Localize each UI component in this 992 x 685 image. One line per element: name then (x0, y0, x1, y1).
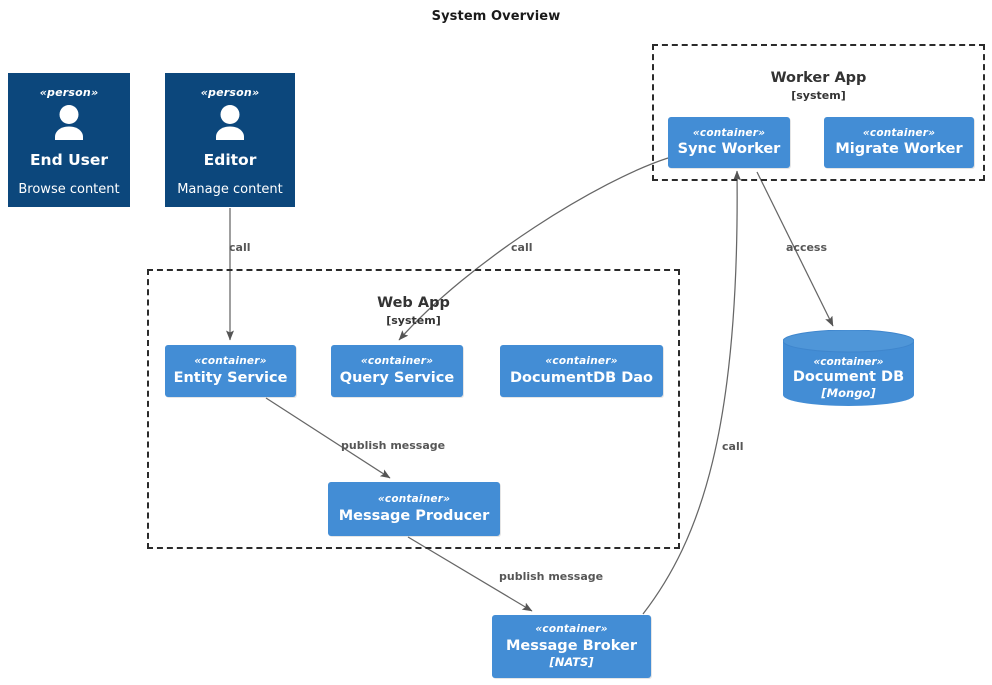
entity-service-name: Entity Service (173, 369, 288, 386)
message-broker-stereotype: «container» (535, 623, 608, 636)
editor-stereotype: «person» (200, 86, 260, 99)
node-person-end-user[interactable]: «person» End User Browse content (8, 73, 130, 207)
edge-label-call-sync-worker: call (722, 440, 744, 453)
system-boundary-worker-app: Worker App [system] (652, 44, 985, 181)
message-producer-stereotype: «container» (377, 493, 451, 506)
node-person-editor[interactable]: «person» Editor Manage content (165, 73, 295, 207)
cylinder-icon (783, 330, 914, 406)
editor-name: Editor (203, 151, 257, 169)
node-container-message-producer[interactable]: «container» Message Producer (328, 482, 500, 536)
person-icon (209, 104, 251, 146)
end-user-name: End User (29, 151, 109, 169)
migrate-worker-name: Migrate Worker (835, 141, 963, 157)
node-container-documentdb-dao[interactable]: «container» DocumentDB Dao (500, 345, 663, 397)
message-broker-tech: [NATS] (549, 654, 594, 669)
editor-description: Manage content (177, 182, 283, 197)
edge-label-publish-message-broker: publish message (499, 570, 604, 583)
document-db-stereotype: «container» (813, 356, 884, 368)
node-container-query-service[interactable]: «container» Query Service (331, 345, 463, 397)
node-container-entity-service[interactable]: «container» Entity Service (165, 345, 296, 397)
edge-label-publish-message-producer: publish message (341, 439, 446, 452)
sync-worker-stereotype: «container» (692, 126, 766, 139)
node-container-message-broker[interactable]: «container» Message Broker [NATS] (492, 615, 651, 678)
person-icon (48, 104, 90, 146)
query-service-name: Query Service (339, 369, 455, 386)
query-service-stereotype: «container» (360, 355, 434, 368)
message-broker-name: Message Broker (506, 637, 637, 654)
node-database-document-db[interactable]: «container» Document DB [Mongo] (783, 330, 914, 406)
edge-label-access-document-db: access (786, 241, 828, 254)
message-producer-name: Message Producer (338, 507, 490, 524)
boundary-title-worker-app: Worker App (770, 70, 867, 86)
edge-label-call-editor: call (229, 241, 251, 254)
documentdb-dao-stereotype: «container» (545, 355, 618, 368)
sync-worker-name: Sync Worker (677, 141, 781, 157)
end-user-description: Browse content (18, 182, 120, 197)
documentdb-dao-name: DocumentDB Dao (509, 369, 654, 386)
boundary-subtitle-worker-app: [system] (791, 89, 846, 102)
boundary-subtitle-web-app: [system] (386, 314, 441, 327)
entity-service-stereotype: «container» (194, 355, 267, 368)
document-db-tech: [Mongo] (821, 386, 876, 400)
edge-label-call-query-service: call (511, 241, 533, 254)
boundary-title-web-app: Web App (377, 295, 450, 311)
node-container-migrate-worker[interactable]: «container» Migrate Worker (824, 117, 974, 168)
document-db-name: Document DB (792, 369, 905, 385)
migrate-worker-stereotype: «container» (862, 126, 936, 139)
node-container-sync-worker[interactable]: «container» Sync Worker (668, 117, 790, 168)
page-title: System Overview (431, 9, 561, 24)
system-boundary-web-app: Web App [system] (147, 269, 680, 549)
end-user-stereotype: «person» (39, 86, 99, 99)
